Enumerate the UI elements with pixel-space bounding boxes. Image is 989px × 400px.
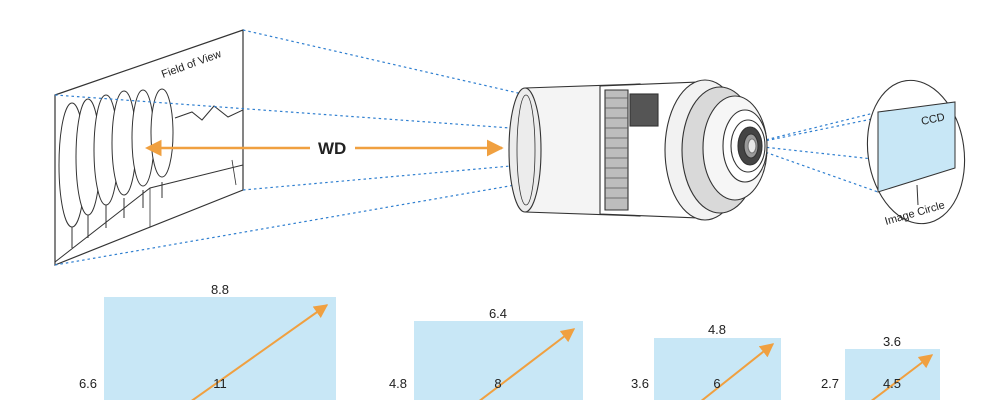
wd-label: WD [318, 139, 346, 158]
sensor-1-width: 8.8 [211, 282, 229, 297]
sensor-4-diagonal: 4.5 [883, 376, 901, 391]
sensor-4: 3.6 2.7 4.5 [821, 334, 940, 400]
sensor-1-diagonal: 11 [213, 376, 227, 391]
lens-illustration [508, 79, 768, 221]
sensor-3-height: 3.6 [631, 376, 649, 391]
sensor-1: 8.8 6.6 11 [79, 282, 336, 400]
sensor-3-diagonal: 6 [713, 376, 720, 391]
ccd-sensor-group: CCD Image Circle [866, 79, 966, 228]
sensor-2: 6.4 4.8 8 [389, 306, 583, 400]
sensor-sizes: 8.8 6.6 11 6.4 4.8 8 4.8 3.6 6 3.6 2.7 4… [79, 282, 940, 400]
sensor-3: 4.8 3.6 6 [631, 322, 781, 400]
sensor-4-width: 3.6 [883, 334, 901, 349]
ccd-rect [877, 101, 956, 193]
sensor-3-width: 4.8 [708, 322, 726, 337]
sensor-4-height: 2.7 [821, 376, 839, 391]
sensor-2-height: 4.8 [389, 376, 407, 391]
wd-arrow: WD [144, 139, 504, 158]
sensor-2-width: 6.4 [489, 306, 507, 321]
sensor-1-height: 6.6 [79, 376, 97, 391]
sensor-2-diagonal: 8 [494, 376, 501, 391]
ccd-label: CCD [920, 111, 946, 128]
